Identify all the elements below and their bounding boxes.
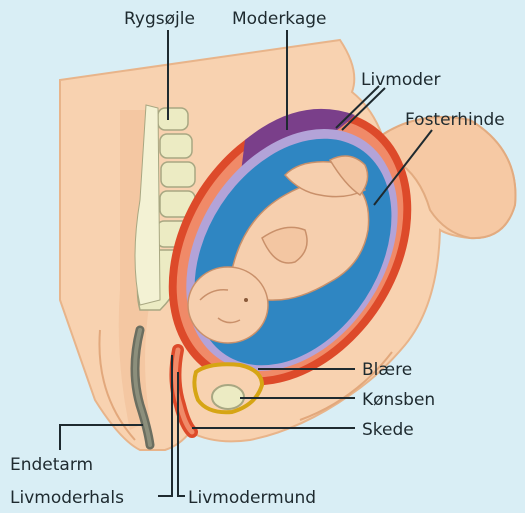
label-spine: Rygsøjle	[124, 9, 195, 29]
label-pubic-bone: Kønsben	[362, 390, 435, 410]
label-placenta: Moderkage	[232, 9, 327, 29]
label-rectum: Endetarm	[10, 455, 93, 475]
label-uterus: Livmoder	[361, 70, 440, 90]
label-bladder: Blære	[362, 360, 412, 380]
label-amnion: Fosterhinde	[405, 110, 505, 130]
label-cervical-os: Livmodermund	[188, 488, 316, 508]
pubic-bone	[212, 385, 244, 409]
label-vagina: Skede	[362, 420, 414, 440]
label-cervix: Livmoderhals	[10, 488, 124, 508]
